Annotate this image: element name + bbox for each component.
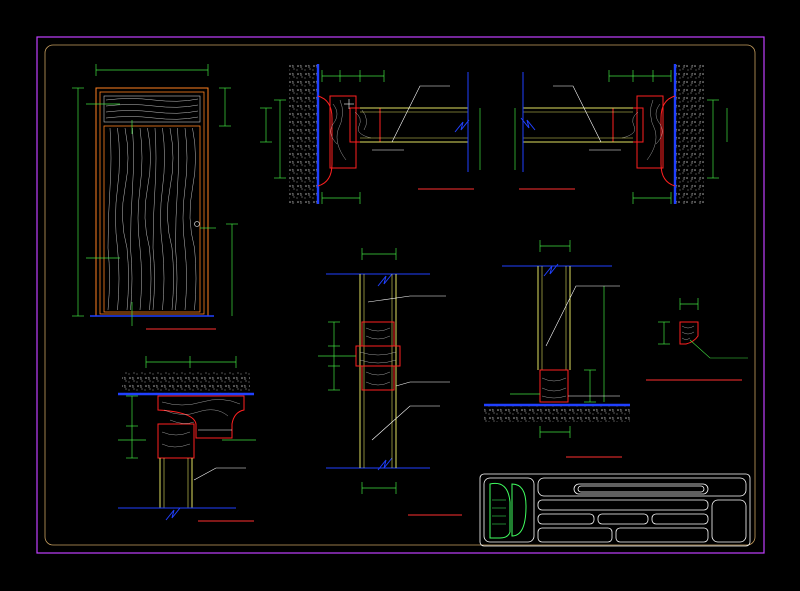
door-elevation xyxy=(72,64,238,330)
wood-grain-line xyxy=(167,127,174,311)
wood-grain-line xyxy=(189,127,197,311)
drawing-frame xyxy=(44,44,756,546)
company-logo-icon xyxy=(489,482,527,539)
sheet-border xyxy=(36,36,765,554)
wood-grain-line xyxy=(160,127,165,311)
wood-grain-line xyxy=(105,104,199,108)
head-section xyxy=(118,356,256,522)
cursor-crosshair-icon xyxy=(344,99,354,109)
panel-joint-section xyxy=(318,248,462,516)
wood-grain-line xyxy=(105,110,199,114)
wood-grain-line xyxy=(175,127,179,311)
wood-grain-line xyxy=(130,127,134,311)
wood-grain-line xyxy=(152,127,157,311)
plan-jamb-section-right xyxy=(514,64,728,204)
wood-grain-line xyxy=(105,116,199,120)
door-knob-icon xyxy=(194,221,200,227)
wood-grain-line xyxy=(107,127,112,311)
wood-grain-line xyxy=(115,127,120,311)
wood-grain-line xyxy=(105,98,199,102)
wood-grain-line xyxy=(137,127,143,311)
wood-grain-line xyxy=(144,127,152,311)
title-block xyxy=(479,473,751,547)
threshold-section xyxy=(484,240,630,458)
trim-profile-detail xyxy=(646,298,748,381)
wood-grain-line xyxy=(182,127,188,311)
wood-grain-line xyxy=(122,127,129,311)
plan-jamb-section-left xyxy=(260,64,481,204)
